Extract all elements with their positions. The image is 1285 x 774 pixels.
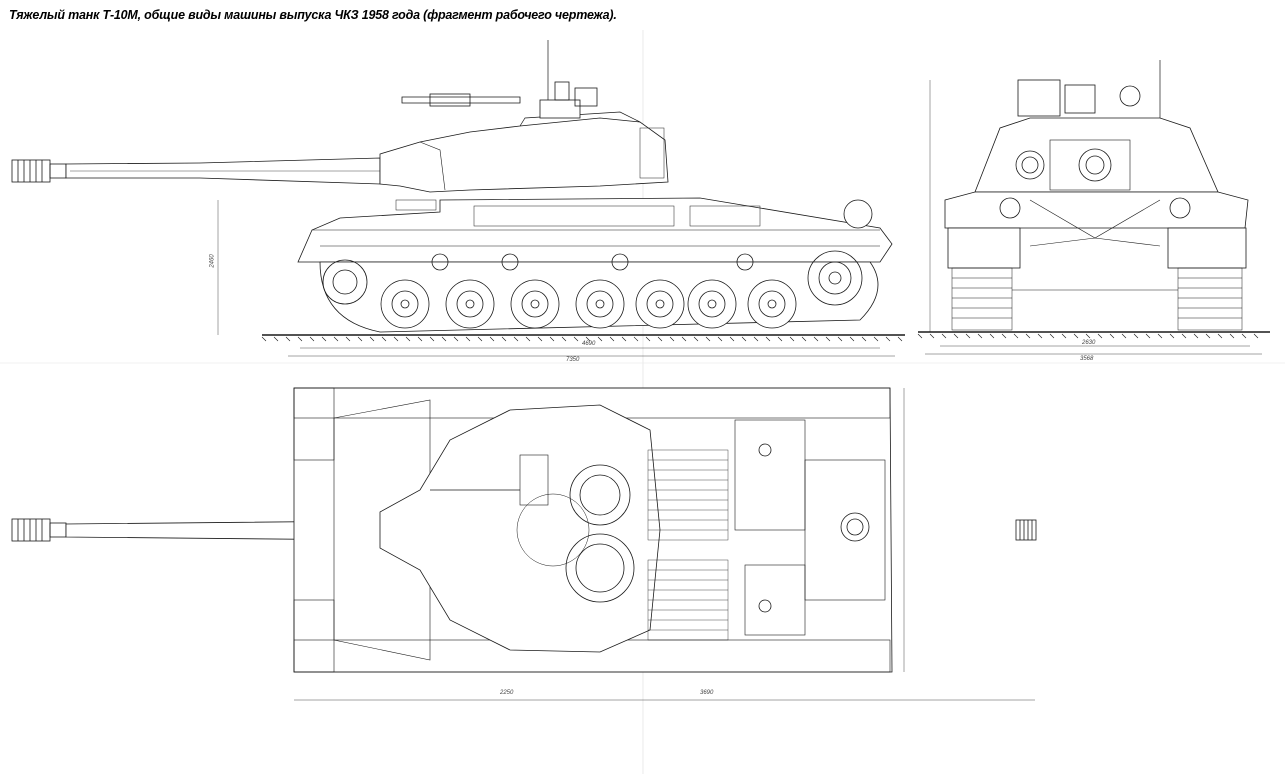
- dim-overall-length: 7350: [566, 357, 580, 363]
- page-title: Тяжелый танк Т-10М, общие виды машины вы…: [9, 8, 617, 22]
- front-view: [917, 60, 1270, 355]
- drive-sprocket: [807, 250, 863, 306]
- muzzle-detail: [1015, 519, 1037, 541]
- idler-wheel: [322, 259, 368, 305]
- dim-front-overall: 3568: [1080, 356, 1094, 362]
- dim-front-inner: 2630: [1082, 340, 1096, 346]
- dim-height: 2460: [209, 254, 216, 268]
- dim-top-right: 3690: [700, 690, 714, 696]
- side-view: [11, 40, 905, 357]
- dim-top-left: 2250: [500, 690, 514, 696]
- muzzle-brake-side: [11, 159, 67, 183]
- top-view: [11, 387, 1037, 701]
- road-wheels: [380, 279, 797, 329]
- turret-side: [379, 117, 669, 193]
- dim-track-length: 4690: [582, 341, 596, 347]
